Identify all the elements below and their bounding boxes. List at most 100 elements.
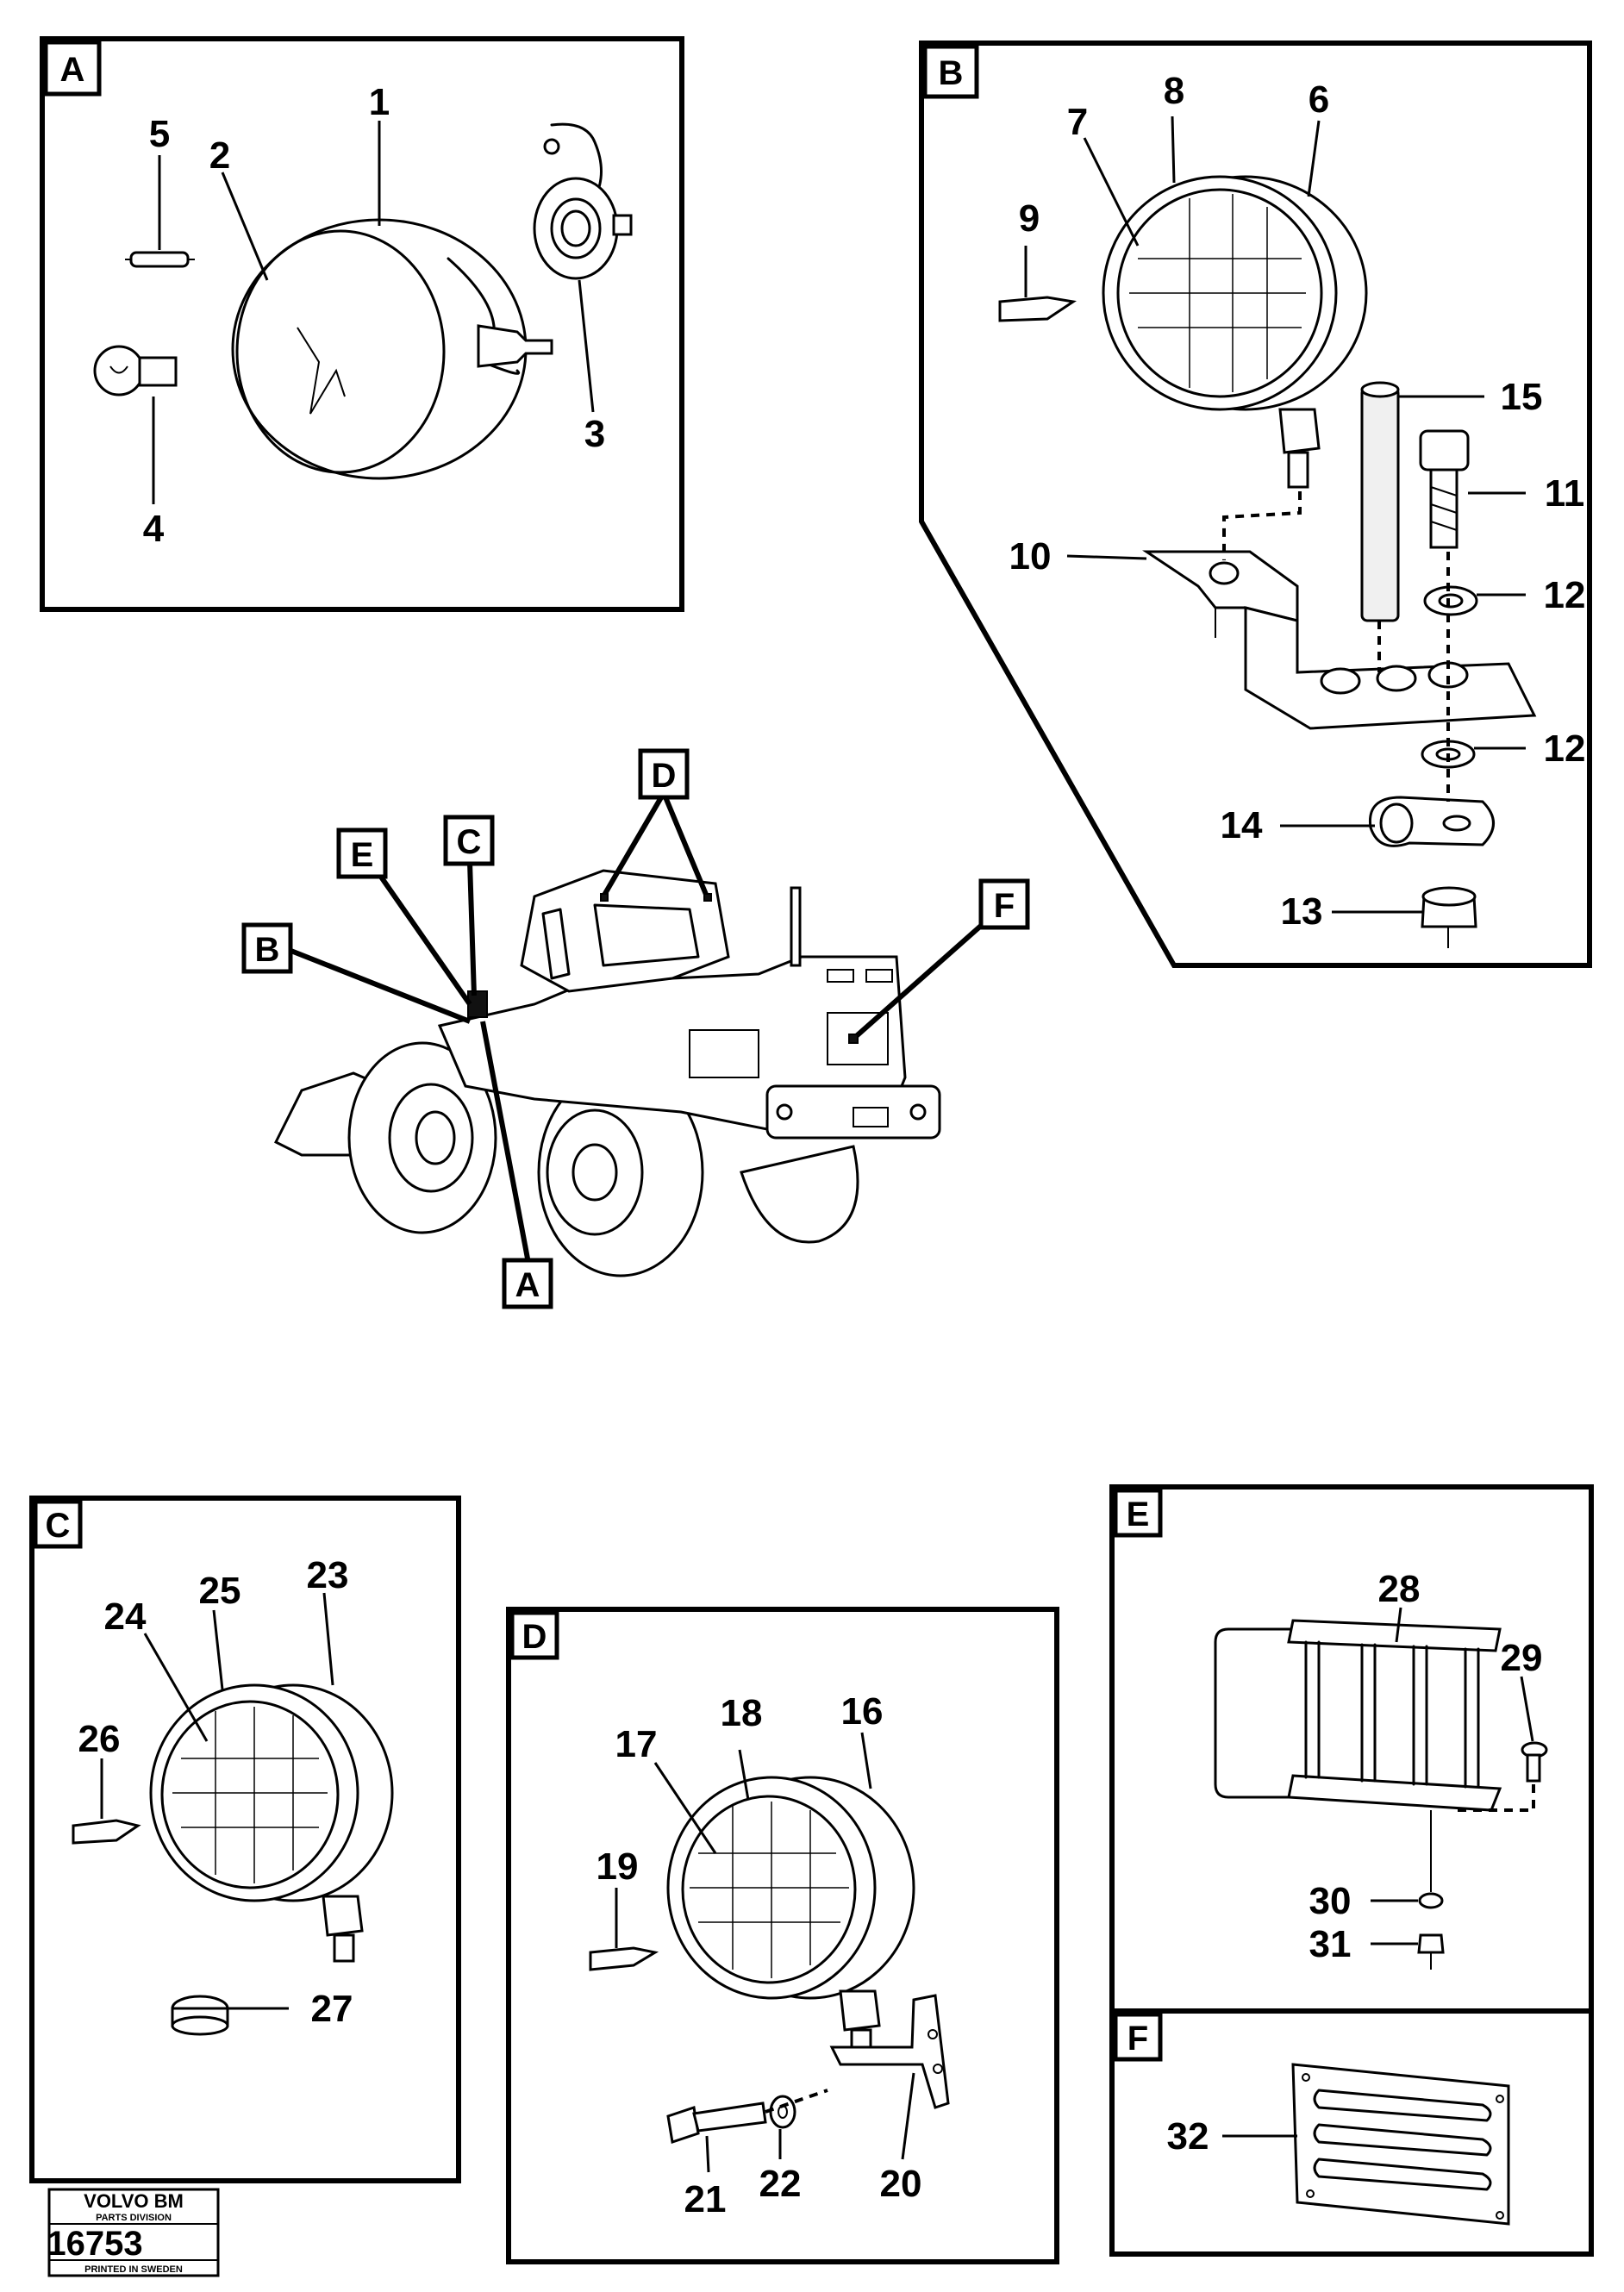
part-label-24: 24: [104, 1596, 147, 1638]
nut-31-drawing: [1417, 1933, 1445, 1954]
part-label-19: 19: [597, 1845, 639, 1888]
panel-c-frame: [29, 1496, 461, 2183]
panel-c: C 23 24 25 26 27: [29, 1496, 461, 2183]
machine-callout-c-text: C: [457, 823, 482, 861]
part-label-10: 10: [1009, 535, 1052, 578]
part-label-22: 22: [759, 2163, 802, 2205]
panel-d-tag: D: [509, 1610, 559, 1660]
part-label-2: 2: [209, 134, 230, 177]
part-label-32: 32: [1167, 2115, 1209, 2158]
bolt-21-drawing: [666, 2102, 767, 2144]
machine-callout-b: B: [241, 922, 293, 974]
panel-a-frame: [40, 36, 684, 612]
part-label-26: 26: [78, 1718, 121, 1760]
machine-callout-a: A: [502, 1258, 553, 1309]
part-label-18: 18: [721, 1692, 763, 1734]
panel-d-tag-text: D: [522, 1618, 547, 1656]
panel-f: F 32: [1109, 2008, 1594, 2257]
panel-f-frame: [1109, 2008, 1594, 2257]
bracket-20-drawing: [829, 1994, 950, 2109]
part-label-16: 16: [841, 1690, 884, 1733]
panel-b-tag: B: [922, 44, 979, 99]
machine-callout-f: F: [978, 878, 1030, 930]
panel-e-tag-text: E: [1127, 1496, 1150, 1533]
bulb-4-drawing: [93, 345, 178, 397]
washer-30-drawing: [1418, 1892, 1444, 1909]
part-label-20: 20: [880, 2163, 922, 2205]
panel-d: D 1: [506, 1607, 1059, 2264]
volvo-bm-stamp: VOLVO BM PARTS DIVISION 16753 PRINTED IN…: [47, 2188, 220, 2277]
panel-e-frame: [1109, 1484, 1594, 2014]
part-label-21: 21: [684, 2178, 727, 2220]
panel-b: B: [919, 41, 1592, 968]
washer-12-top-drawing: [1423, 585, 1478, 616]
part-label-17: 17: [615, 1723, 658, 1765]
part-label-28: 28: [1378, 1568, 1421, 1610]
bulb-5-drawing: [125, 251, 195, 268]
bulb-9-drawing: [998, 296, 1077, 322]
headlamp-drawing: [231, 218, 553, 480]
stamp-brand: VOLVO BM: [84, 2190, 184, 2212]
part-label-6: 6: [1309, 78, 1329, 121]
stamp-number: 16753: [47, 2225, 142, 2263]
part-label-11: 11: [1545, 472, 1585, 515]
panel-f-tag-text: F: [1127, 2020, 1148, 2058]
stamp-printed: PRINTED IN SWEDEN: [84, 2264, 183, 2275]
guard-grille-28-drawing: [1214, 1619, 1502, 1812]
work-lamp-d-drawing: [666, 1776, 915, 2058]
machine-callout-c: C: [443, 815, 495, 866]
part-label-25: 25: [199, 1570, 241, 1612]
part-label-14: 14: [1221, 804, 1263, 846]
panel-b-frame: [919, 41, 1592, 968]
bulb-19-drawing: [589, 1946, 659, 1971]
machine-callout-b-text: B: [255, 931, 280, 969]
bolt-11-drawing: [1419, 429, 1470, 549]
bolt-29-drawing: [1521, 1741, 1548, 1783]
part-label-30: 30: [1309, 1880, 1352, 1922]
lamp-socket-drawing: [533, 122, 633, 280]
nut-13-drawing: [1421, 886, 1477, 928]
part-label-29: 29: [1501, 1637, 1543, 1679]
work-lamp-b-drawing: [1102, 175, 1368, 489]
machine-callout-d-text: D: [652, 757, 677, 795]
washer-22-drawing: [769, 2095, 796, 2129]
part-label-27: 27: [311, 1988, 353, 2030]
part-label-12b: 12: [1544, 728, 1586, 770]
panel-e: E 28 29: [1109, 1484, 1594, 2014]
grille-32-drawing: [1291, 2063, 1510, 2226]
part-label-31: 31: [1309, 1923, 1352, 1965]
part-label-4: 4: [143, 508, 165, 550]
panel-c-tag-text: C: [46, 1507, 71, 1545]
part-label-1: 1: [369, 81, 390, 123]
panel-b-tag-text: B: [939, 54, 964, 92]
panel-d-frame: [506, 1607, 1059, 2264]
part-label-8: 8: [1164, 70, 1184, 112]
bulb-26-drawing: [72, 1819, 141, 1845]
panel-a: A: [40, 36, 684, 612]
part-label-23: 23: [307, 1554, 349, 1596]
stamp-division: PARTS DIVISION: [96, 2213, 172, 2223]
part-label-7: 7: [1067, 101, 1088, 143]
panel-a-tag-text: A: [60, 51, 85, 89]
part-label-9: 9: [1019, 197, 1040, 240]
work-lamp-c-drawing: [149, 1683, 394, 1963]
panel-e-tag: E: [1113, 1488, 1163, 1538]
machine-callout-a-text: A: [515, 1266, 540, 1304]
machine-callout-f-text: F: [994, 887, 1015, 925]
clamp-14-drawing: [1368, 796, 1495, 847]
part-label-3: 3: [584, 413, 605, 455]
tube-15-drawing: [1360, 381, 1400, 622]
part-label-15: 15: [1501, 376, 1543, 418]
part-label-13: 13: [1281, 890, 1323, 933]
machine-callouts: A B C D E F: [241, 748, 1030, 1309]
panel-f-tag: F: [1113, 2012, 1163, 2062]
bracket-10-drawing: [1142, 550, 1537, 730]
panel-c-tag: C: [33, 1499, 83, 1549]
wheel-loader-overview: [273, 869, 941, 1277]
machine-callout-d: D: [638, 748, 690, 800]
machine-callout-e: E: [336, 827, 388, 879]
part-label-12a: 12: [1544, 574, 1586, 616]
grommet-27-drawing: [171, 1995, 229, 2036]
part-label-5: 5: [149, 113, 170, 155]
